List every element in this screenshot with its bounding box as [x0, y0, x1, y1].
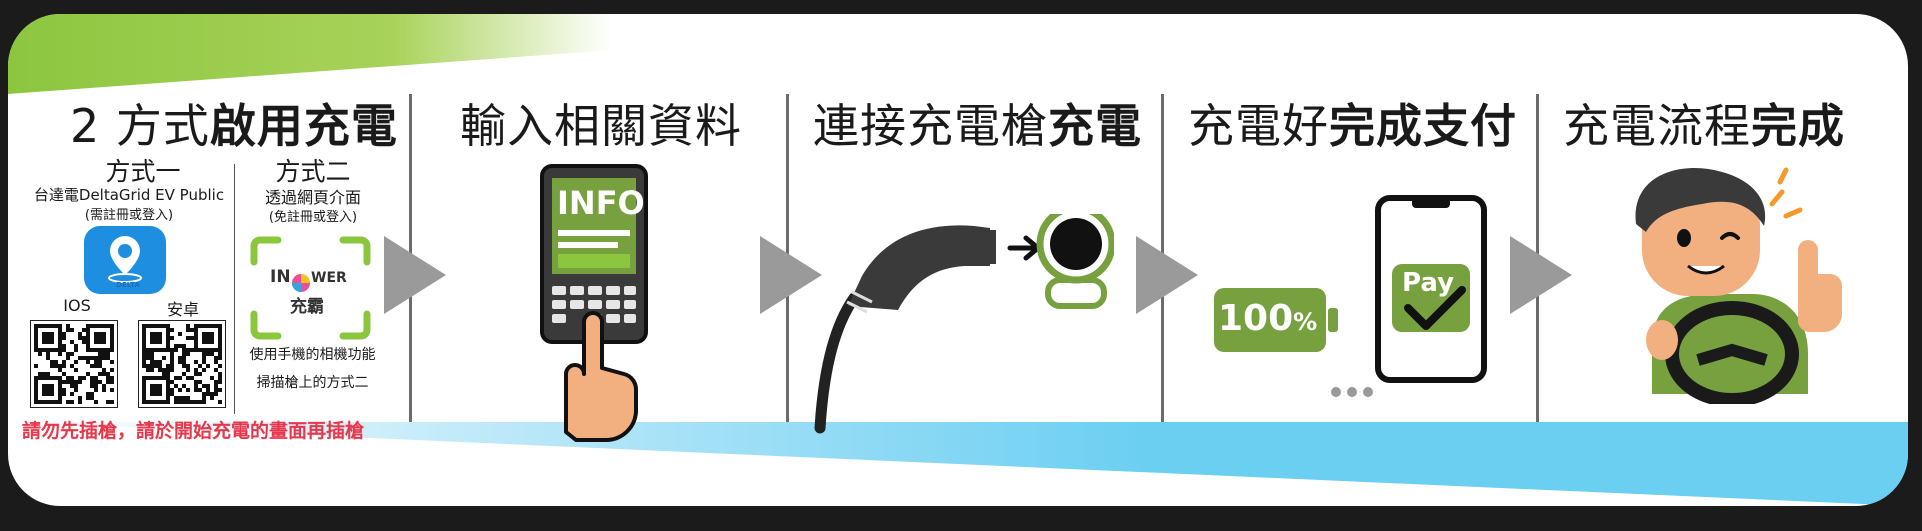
- ios-qr-code[interactable]: [30, 320, 118, 408]
- happy-driver-illustration: [1622, 164, 1852, 407]
- arrow-right-icon: [384, 236, 446, 314]
- scan-frame-icon: [248, 236, 373, 340]
- pay-label: Pay: [1402, 268, 1455, 298]
- method1-note: (需註冊或登入): [84, 208, 174, 223]
- bottom-blue-band: [8, 422, 1908, 506]
- deltagrid-app-icon[interactable]: [84, 226, 166, 294]
- charging-gun-illustration: [814, 204, 1116, 434]
- loading-dots-icon: [1328, 384, 1378, 400]
- qr-pattern: [142, 324, 222, 404]
- inpower-logo-wer: WER: [311, 270, 347, 286]
- method-divider: [234, 164, 235, 414]
- step4-heading: 充電好完成支付: [1188, 99, 1517, 153]
- step1-heading: 2 方式啟用充電: [70, 99, 398, 153]
- phone-pay-illustration: [1374, 194, 1488, 384]
- battery-full-icon: [1212, 280, 1342, 358]
- info-device-illustration: [528, 162, 658, 444]
- step2-heading: 輸入相關資料: [460, 99, 742, 153]
- qr-pattern: [34, 324, 114, 404]
- android-qr-code[interactable]: [138, 320, 226, 408]
- method2-title: 方式二: [275, 157, 351, 186]
- battery-label: 100%: [1218, 298, 1318, 339]
- info-screen-label: INFO: [557, 184, 645, 222]
- method2-desc: 透過網頁介面: [264, 188, 361, 207]
- inpower-brand-cn: 充霸: [290, 297, 324, 317]
- method2-instruction-1: 使用手機的相機功能: [249, 347, 376, 363]
- arrow-right-icon: [1136, 236, 1198, 314]
- method2-instruction-2: 掃描槍上的方式二: [256, 375, 369, 391]
- method1-app-name: 台達電DeltaGrid EV Public: [33, 186, 225, 204]
- arrow-right-icon: [760, 236, 822, 314]
- method2-note: (免註冊或登入): [268, 210, 358, 225]
- step5-heading: 充電流程完成: [1563, 99, 1845, 153]
- delta-brand-label: DELTA: [116, 281, 140, 289]
- ios-label: IOS: [63, 296, 91, 315]
- method1-title: 方式一: [105, 157, 181, 186]
- android-label: 安卓: [166, 300, 199, 319]
- inpower-logo-in: IN: [270, 267, 291, 287]
- warning-text: 請勿先插槍，請於開始充電的畫面再插槍: [22, 420, 365, 442]
- step3-heading: 連接充電槍充電: [813, 99, 1142, 153]
- top-green-band: [8, 14, 1108, 94]
- process-banner: 2 方式啟用充電 輸入相關資料 連接充電槍充電 充電好完成支付 充電流程完成 方…: [8, 14, 1908, 506]
- arrow-right-icon: [1510, 236, 1572, 314]
